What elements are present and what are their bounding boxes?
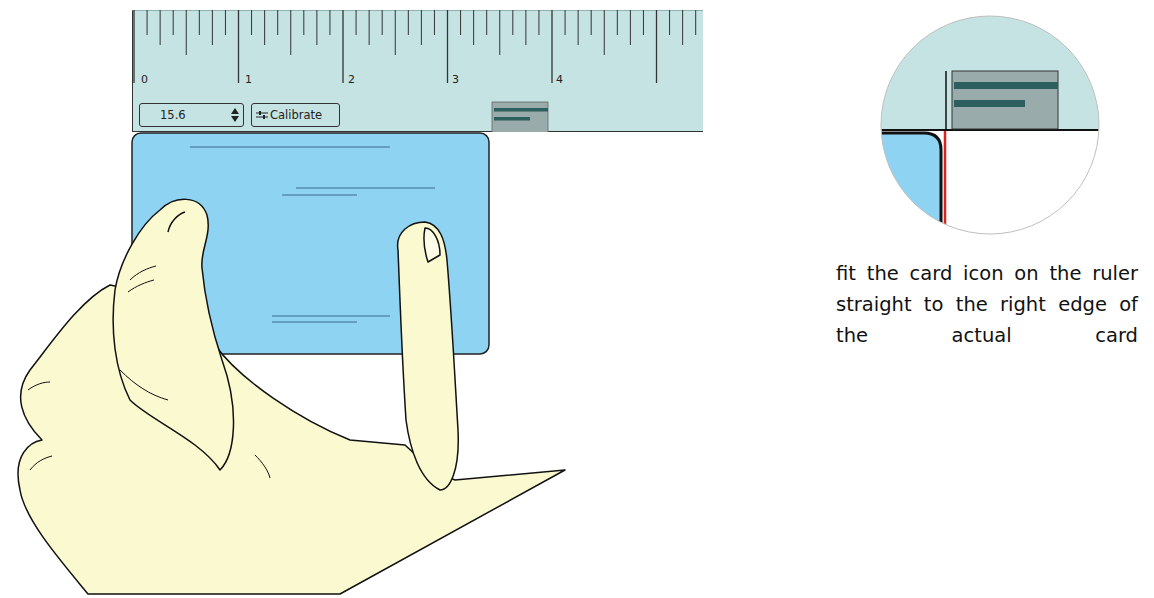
ruler-tick <box>211 10 212 45</box>
ruler-tick <box>342 10 343 83</box>
ruler-tick <box>551 10 552 83</box>
ruler-tick <box>486 10 487 35</box>
ruler-number: 0 <box>141 73 148 86</box>
spinner-arrows <box>230 105 240 125</box>
ruler-tick <box>590 10 591 35</box>
zoom-inset <box>878 14 1104 240</box>
ruler-tick <box>629 10 630 45</box>
ruler-tick <box>407 10 408 35</box>
ruler-tick <box>433 10 434 35</box>
ruler-tick <box>368 10 369 45</box>
ruler-tick <box>669 10 670 35</box>
ruler-tick <box>564 10 565 35</box>
ruler-tick <box>603 10 604 55</box>
ruler-number: 3 <box>452 73 459 86</box>
instruction-note: fit the card icon on the ruler straight … <box>836 258 1138 351</box>
ruler-number: 2 <box>348 73 355 86</box>
ruler-tick <box>277 10 278 35</box>
ruler-tick <box>420 10 421 45</box>
ruler-tick <box>642 10 643 35</box>
card-icon <box>492 102 548 132</box>
ruler-tick <box>525 10 526 45</box>
ruler-tick <box>446 10 447 83</box>
calibrate-button: Calibrate <box>251 103 340 127</box>
ruler-panel: 0 1 2 3 4 15.6 Calibrate <box>132 10 703 132</box>
ruler-tick <box>616 10 617 35</box>
ruler-tick <box>460 10 461 35</box>
ruler-tick <box>185 10 186 55</box>
ruler-tick <box>381 10 382 35</box>
ruler-tick <box>290 10 291 55</box>
ruler-tick <box>303 10 304 35</box>
ruler-tick <box>538 10 539 35</box>
ruler-tick <box>251 10 252 35</box>
ruler-tick <box>655 10 656 83</box>
ruler-tick <box>355 10 356 35</box>
ruler-tick <box>316 10 317 45</box>
ruler-tick <box>682 10 683 45</box>
ruler-tick <box>146 10 147 35</box>
ruler-tick <box>159 10 160 45</box>
hand <box>18 199 565 594</box>
ruler-tick <box>133 10 134 83</box>
ruler-number: 1 <box>245 73 252 86</box>
ruler-tick <box>172 10 173 35</box>
ruler-tick <box>512 10 513 35</box>
ruler-tick <box>198 10 199 35</box>
ruler-number: 4 <box>556 73 563 86</box>
ruler-tick <box>394 10 395 55</box>
size-input: 15.6 <box>139 103 244 127</box>
button-label: Calibrate <box>270 108 322 122</box>
slider-icon <box>256 110 268 120</box>
ruler-tick <box>224 10 225 35</box>
input-value: 15.6 <box>160 108 186 122</box>
ruler-tick <box>237 10 238 83</box>
ruler-tick <box>329 10 330 35</box>
ruler-tick <box>264 10 265 45</box>
ruler-tick <box>695 10 696 35</box>
ruler-tick <box>473 10 474 45</box>
ruler-tick <box>499 10 500 55</box>
ruler-tick <box>577 10 578 45</box>
